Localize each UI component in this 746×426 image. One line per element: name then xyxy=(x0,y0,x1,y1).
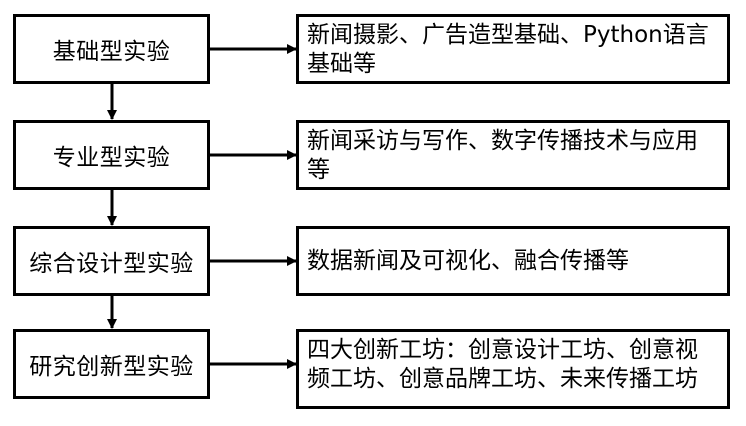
description-text: 数据新闻及可视化、融合传播等 xyxy=(307,247,629,274)
stage-label: 综合设计型实验 xyxy=(29,251,194,277)
description-text: 新闻采访与写作、数字传播技术与应用等 xyxy=(307,128,698,183)
stage-box-research-innovation: 研究创新型实验 xyxy=(13,329,210,399)
description-box-basic: 新闻摄影、广告造型基础、Python语言基础等 xyxy=(296,14,730,84)
description-text: 四大创新工坊：创意设计工坊、创意视频工坊、创意品牌工坊、未来传播工坊 xyxy=(307,337,698,392)
stage-box-comprehensive-design: 综合设计型实验 xyxy=(13,226,210,296)
description-text: 新闻摄影、广告造型基础、Python语言基础等 xyxy=(307,22,709,77)
stage-box-basic: 基础型实验 xyxy=(13,14,210,84)
stage-label: 研究创新型实验 xyxy=(29,354,194,380)
stage-label: 专业型实验 xyxy=(52,145,171,171)
description-box-professional: 新闻采访与写作、数字传播技术与应用等 xyxy=(296,120,730,190)
description-box-comprehensive-design: 数据新闻及可视化、融合传播等 xyxy=(296,226,730,296)
description-box-research-innovation: 四大创新工坊：创意设计工坊、创意视频工坊、创意品牌工坊、未来传播工坊 xyxy=(296,329,730,409)
stage-label: 基础型实验 xyxy=(52,39,171,65)
stage-box-professional: 专业型实验 xyxy=(13,120,210,190)
